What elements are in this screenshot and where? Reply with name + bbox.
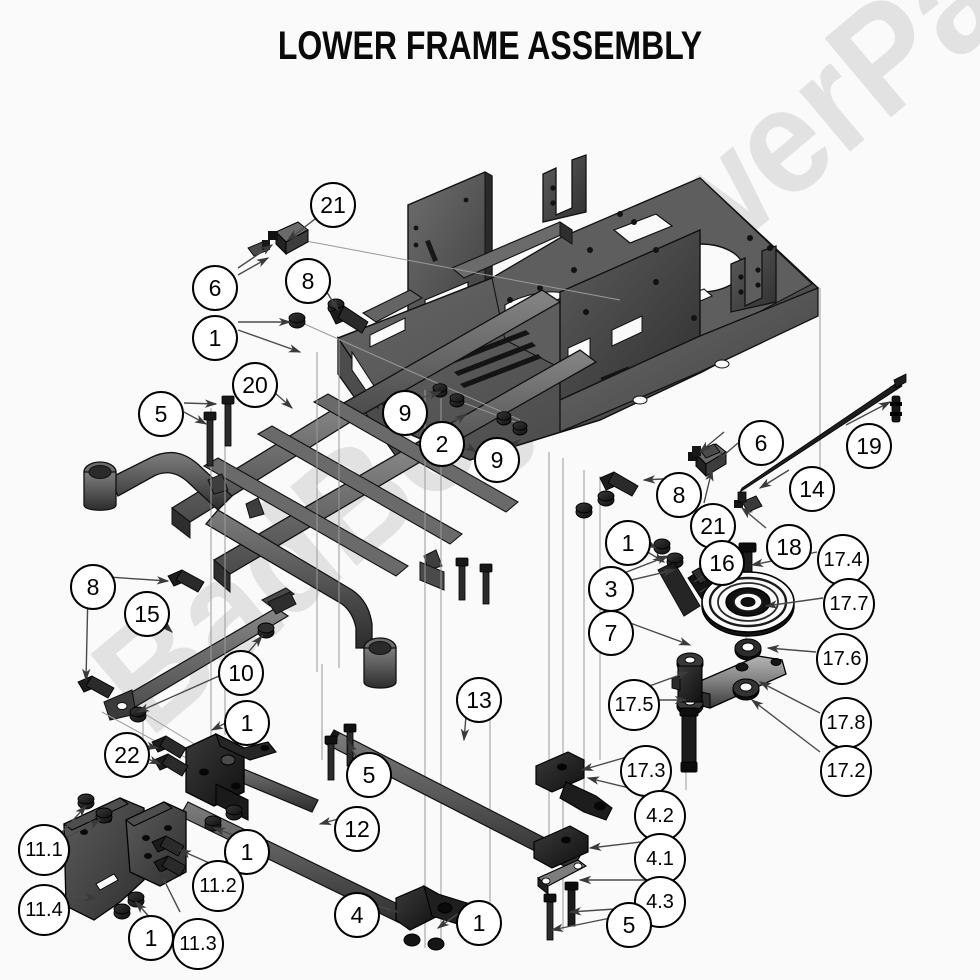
callout-balloon-17-3[interactable]: 17.3 [620, 745, 672, 797]
callout-balloon-11-2[interactable]: 11.2 [192, 860, 244, 912]
bolt-17-3 [679, 707, 699, 773]
leader-line [183, 411, 208, 425]
callout-balloon-17-6[interactable]: 17.6 [816, 633, 868, 685]
callout-balloon-1[interactable]: 1 [605, 520, 651, 566]
nut-10 [257, 622, 275, 639]
callout-balloon-20[interactable]: 20 [232, 362, 278, 408]
washer-17-6 [734, 638, 762, 661]
callout-balloon-5[interactable]: 5 [138, 391, 184, 437]
callout-balloon-1[interactable]: 1 [224, 829, 270, 875]
callout-balloon-8[interactable]: 8 [285, 258, 331, 304]
leader-line [237, 244, 274, 269]
callout-balloon-19[interactable]: 19 [846, 423, 892, 469]
callout-balloon-1[interactable]: 1 [192, 315, 238, 361]
leader-line [750, 699, 821, 753]
callout-balloon-7[interactable]: 7 [588, 610, 634, 656]
leader-line [698, 431, 725, 453]
leader-line [61, 893, 98, 902]
bolt-5a [203, 411, 217, 467]
callout-balloon-11-1[interactable]: 11.1 [18, 824, 70, 876]
callout-balloon-6[interactable]: 6 [192, 265, 238, 311]
callout-balloon-3[interactable]: 3 [588, 566, 634, 612]
page-title: LOWER FRAME ASSEMBLY [277, 24, 703, 68]
plate-4-3 [536, 859, 588, 896]
diagonal-brace-part-15 [103, 591, 297, 721]
callout-balloon-17-8[interactable]: 17.8 [820, 697, 872, 749]
leader-line [764, 597, 824, 609]
callout-balloon-22[interactable]: 22 [104, 732, 150, 778]
callout-balloon-17-4[interactable]: 17.4 [817, 534, 869, 586]
callout-balloon-17-5[interactable]: 17.5 [608, 679, 660, 731]
callout-balloon-5[interactable]: 5 [606, 902, 652, 948]
bolt-5b [221, 395, 235, 447]
callout-balloon-12[interactable]: 12 [334, 806, 380, 852]
callout-balloon-4-1[interactable]: 4.1 [634, 833, 686, 885]
callout-balloon-5[interactable]: 5 [346, 752, 392, 798]
leader-line [758, 469, 790, 489]
callout-balloon-13[interactable]: 13 [456, 677, 502, 723]
idler-pulley-assembly [671, 542, 795, 773]
leader-line [845, 401, 892, 426]
callout-balloon-1[interactable]: 1 [224, 700, 270, 746]
leader-line [237, 329, 302, 353]
callout-balloon-1[interactable]: 1 [456, 900, 502, 946]
bushing-17-8 [732, 678, 760, 701]
callout-balloon-2[interactable]: 2 [419, 421, 465, 467]
callout-balloon-9[interactable]: 9 [474, 437, 520, 483]
callout-balloon-1[interactable]: 1 [128, 915, 174, 961]
leader-line [159, 870, 181, 913]
clip-19 [890, 395, 902, 423]
callout-balloon-11-4[interactable]: 11.4 [18, 884, 70, 936]
callout-balloon-11-3[interactable]: 11.3 [172, 918, 224, 970]
leader-line [183, 399, 218, 408]
leader-line [136, 671, 229, 713]
callout-balloon-16[interactable]: 16 [699, 540, 745, 586]
leader-line [766, 644, 817, 654]
bolts-11-2 [151, 835, 187, 877]
callout-balloon-8[interactable]: 8 [70, 564, 116, 610]
callout-balloon-17-7[interactable]: 17.7 [823, 578, 875, 630]
callout-balloon-6[interactable]: 6 [738, 420, 784, 466]
hardware-fasteners [203, 221, 907, 632]
callout-balloon-14[interactable]: 14 [789, 466, 835, 512]
callout-balloon-21[interactable]: 21 [310, 182, 356, 228]
leader-line [703, 468, 714, 504]
callout-balloon-18[interactable]: 18 [766, 524, 812, 570]
leader-line [237, 257, 270, 276]
callout-balloon-4[interactable]: 4 [334, 892, 380, 938]
clamp-21a [268, 221, 309, 256]
leader-line [758, 681, 821, 714]
callout-balloon-9[interactable]: 9 [382, 390, 428, 436]
bolt-8b [599, 471, 639, 497]
bolt-8a [329, 305, 369, 334]
bolt-8d [167, 569, 205, 593]
spring-7 [657, 561, 701, 617]
pulley-17-7 [701, 571, 795, 637]
bracket-4-1 [533, 825, 589, 869]
leader-line [740, 507, 767, 529]
bolts-5c [543, 881, 579, 941]
callout-balloon-15[interactable]: 15 [124, 591, 170, 637]
bracket-4-2 [535, 751, 613, 821]
callout-balloon-17-2[interactable]: 17.2 [820, 745, 872, 797]
leader-line [714, 442, 739, 463]
leader-line [61, 819, 102, 841]
bolts-center [455, 557, 493, 605]
callout-balloon-10[interactable]: 10 [218, 650, 264, 696]
leader-line [61, 804, 87, 833]
bolt-8c [77, 675, 115, 699]
